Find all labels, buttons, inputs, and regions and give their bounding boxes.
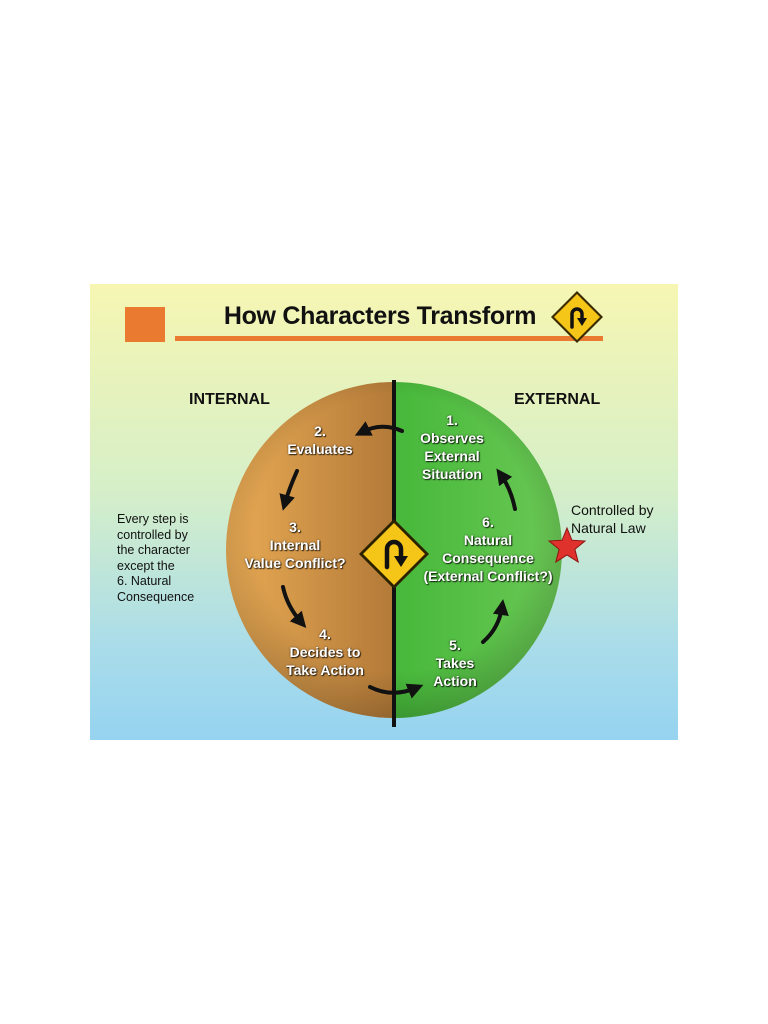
step-4-line: Decides to xyxy=(289,644,361,660)
step-5-line: 5. xyxy=(449,637,461,653)
note-line: 6. Natural xyxy=(117,574,172,588)
red-star-icon xyxy=(547,526,587,564)
step-1-line: 1. xyxy=(446,412,458,428)
step-6-line: Consequence xyxy=(442,550,534,566)
step-3-line: Value Conflict? xyxy=(244,555,346,571)
arrow-2-to-3 xyxy=(279,469,299,511)
arrow-4-to-5 xyxy=(368,683,424,699)
callout-line: Controlled by xyxy=(571,502,654,518)
external-label: EXTERNAL xyxy=(514,391,601,408)
step-1-observes: 1. Observes External Situation xyxy=(397,411,507,483)
step-6-natural-consequence: 6. Natural Consequence (External Conflic… xyxy=(408,513,568,585)
step-1-line: External xyxy=(424,448,480,464)
title-underline xyxy=(175,336,603,341)
step-5-takes-action: 5. Takes Action xyxy=(410,636,500,690)
step-1-line: Observes xyxy=(420,430,484,446)
step-6-line: 6. xyxy=(482,514,494,530)
arrow-5-to-6 xyxy=(481,599,509,644)
step-4-decides: 4. Decides to Take Action xyxy=(270,625,380,679)
step-6-line: Natural xyxy=(463,532,513,548)
center-u-turn-sign-icon xyxy=(359,519,429,589)
internal-label: INTERNAL xyxy=(189,391,270,408)
note-line: the character xyxy=(117,543,190,557)
step-3-internal-conflict: 3. Internal Value Conflict? xyxy=(225,518,365,572)
title-square-icon xyxy=(125,307,165,342)
callout-line: Natural Law xyxy=(571,520,646,536)
step-2-line: Evaluates xyxy=(287,441,353,457)
step-2-line: 2. xyxy=(314,423,326,439)
side-note: Every step is controlled by the characte… xyxy=(117,512,227,605)
diagram-title: How Characters Transform xyxy=(223,302,537,330)
natural-law-callout: Controlled by Natural Law xyxy=(571,501,678,537)
note-line: Every step is xyxy=(117,512,189,526)
note-line: except the xyxy=(117,558,175,573)
arrow-3-to-4 xyxy=(281,585,307,629)
step-5-line: Action xyxy=(433,673,477,689)
step-4-line: Take Action xyxy=(286,662,364,678)
step-3-line: Internal xyxy=(269,537,321,553)
step-5-line: Takes xyxy=(435,655,475,671)
step-1-line: Situation xyxy=(422,466,482,482)
arrow-1-to-2 xyxy=(354,421,404,436)
step-6-line: (External Conflict?) xyxy=(423,568,553,584)
title-u-turn-sign-icon xyxy=(551,291,603,343)
cycle-diagram xyxy=(125,291,603,727)
arrow-6-to-1 xyxy=(496,468,517,511)
step-3-line: 3. xyxy=(289,519,301,535)
slide: How Characters Transform INTERNAL EXTERN… xyxy=(90,284,678,740)
step-4-line: 4. xyxy=(319,626,331,642)
note-line: controlled by xyxy=(117,527,188,542)
step-2-evaluates: 2. Evaluates xyxy=(270,422,370,458)
note-line: Consequence xyxy=(117,589,195,604)
